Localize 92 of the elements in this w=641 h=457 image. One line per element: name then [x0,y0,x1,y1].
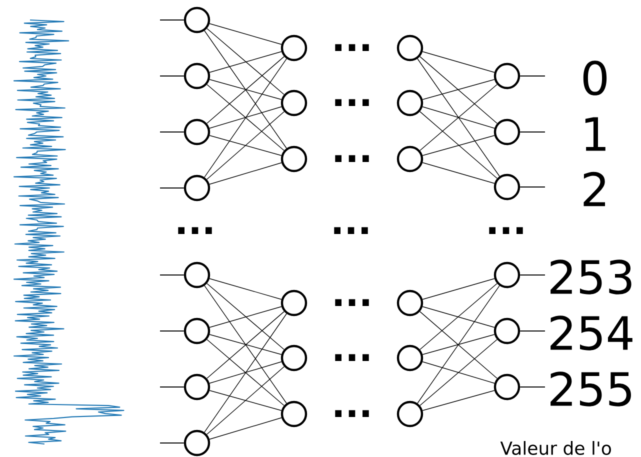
output-value: 1 [585,117,606,151]
ellipsis: ... [335,299,369,306]
ellipsis: ... [335,99,369,106]
neuron-circle [280,290,308,316]
connection-line [209,417,282,440]
neuron-circle [280,344,308,372]
connection-line [206,28,284,95]
output-value: 2 [584,172,606,206]
neuron-circle [280,400,308,428]
connection-line [209,106,282,129]
connection-line [420,339,498,406]
connection-line [422,162,495,184]
neuron-circle [184,430,210,456]
connection-line [422,390,495,411]
connection-line [209,23,282,45]
connection-line [206,311,284,379]
output-value: 0 [583,60,607,96]
neuron-circle [184,318,210,344]
neuron-circle [184,62,210,90]
ellipsis: ... [489,227,523,234]
connection-line [204,30,287,149]
connection-line [422,334,495,355]
output-value: 254 [550,316,632,350]
connection-line [422,79,495,100]
ellipsis: ... [178,227,212,234]
connection-line [209,162,282,185]
neuron-circle [396,400,424,428]
connection-line [420,56,498,124]
output-value: 255 [550,372,631,406]
ellipsis: ... [334,227,368,234]
connection-line [209,278,282,300]
connection-line [422,278,495,300]
connection-line [422,51,495,73]
output-line [520,186,546,188]
neuron-circle [494,318,520,344]
connection-line [206,111,284,180]
neuron-circle [494,174,520,200]
input-line [160,442,184,444]
connection-line [420,111,498,179]
connection-line [206,84,284,151]
connection-line [209,135,282,156]
connection-line [417,58,500,177]
connection-line [206,56,284,124]
neuron-circle [494,62,520,90]
connection-line [206,366,284,435]
connection-line [420,283,498,350]
connection-line [209,51,282,73]
neuron-circle [396,290,424,316]
output-line [520,386,546,388]
ellipsis: ... [335,354,369,361]
connection-line [422,106,495,129]
output-line [520,274,546,276]
connection-line [209,334,282,355]
neuron-circle [280,146,308,172]
neuron-circle [396,344,424,372]
connection-line [206,283,284,350]
ellipsis: ... [335,44,369,51]
caption-text: Valeur de l'o [500,441,611,455]
neuron-circle [184,374,210,400]
neuron-circle [184,174,210,202]
connection-line [209,79,282,100]
neuron-circle [184,6,210,34]
output-value: 253 [550,260,632,294]
connection-line [420,311,498,379]
connection-line [209,306,282,328]
neuron-circle [494,374,520,400]
neuron-circle [494,118,520,146]
neuron-circle [396,146,424,172]
neuron-circle [280,34,308,62]
connection-line [209,390,282,411]
connection-line [422,135,495,156]
neuron-circle [184,262,210,288]
input-line [160,386,184,388]
ellipsis: ... [335,410,369,417]
neuron-circle [494,262,520,288]
connection-line [422,306,495,328]
ellipsis: ... [335,155,369,162]
connection-line [420,84,498,151]
neuron-circle [396,34,424,62]
neuron-circle [396,90,424,116]
connection-line [204,285,287,404]
connection-line [204,58,287,178]
connection-line [417,285,500,404]
connection-line [422,361,495,384]
neuron-circle [280,90,308,116]
connection-line [209,361,282,384]
input-line [160,274,184,276]
neuron-circle [184,118,210,146]
connection-line [206,339,284,406]
output-line [520,330,546,332]
connection-line [204,313,287,433]
input-line [160,330,184,332]
